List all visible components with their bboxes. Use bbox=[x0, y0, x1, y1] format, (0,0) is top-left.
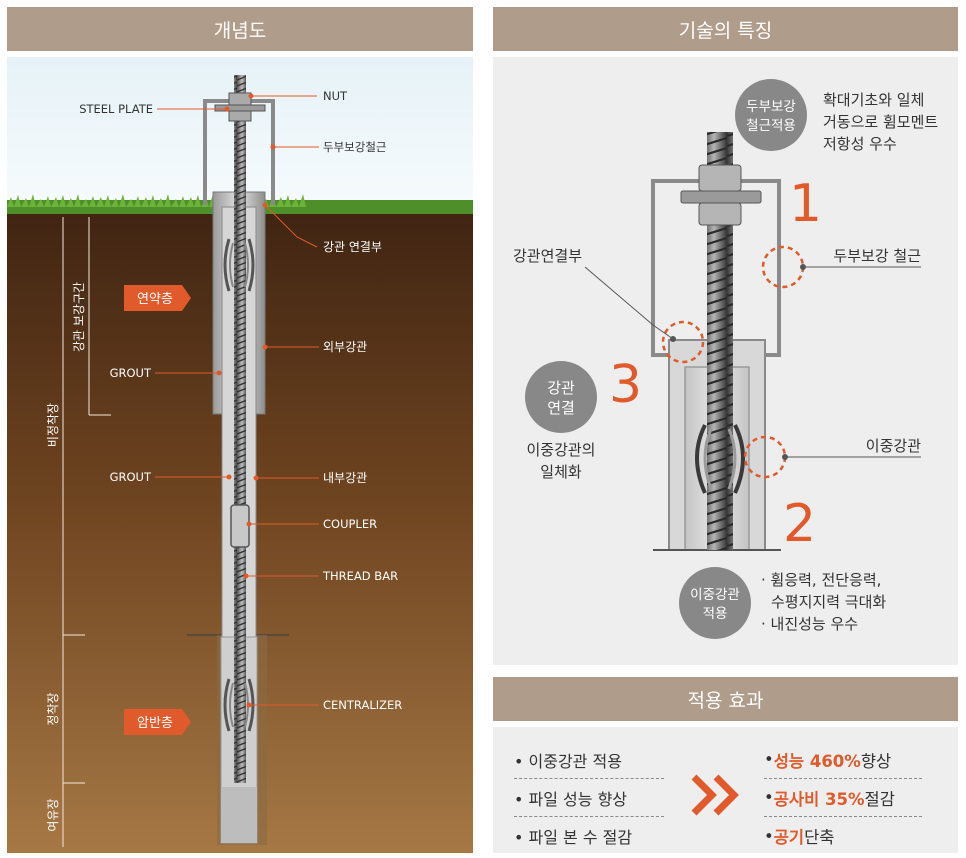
badge-feature-1-line1: 두부보강 bbox=[746, 99, 796, 115]
number-feature-2: 2 bbox=[783, 494, 816, 554]
badge-feature-3-line1: 강관 bbox=[547, 379, 575, 397]
tag-rock-layer: 암반층 bbox=[124, 709, 191, 735]
effect-highlight: 성능 460% bbox=[773, 751, 861, 771]
desc-feature-2-line3: · 내진성능 우수 bbox=[761, 615, 858, 633]
effects-right-list: • 성능 460% 향상 • 공사비 35% 절감 • 공기 단축 bbox=[764, 741, 922, 855]
badge-feature-2-line1: 이중강관 bbox=[690, 587, 740, 603]
effect-bullet: • bbox=[764, 788, 774, 807]
badge-feature-1-line2: 철근적용 bbox=[746, 118, 796, 134]
effect-left-item: • 파일 성능 향상 bbox=[514, 779, 664, 817]
callout-joint: 강관연결부 bbox=[513, 247, 582, 265]
concept-diagram: STEEL PLATE NUT 두부보강철근 강관 연결부 외부강관 GROUT… bbox=[7, 57, 473, 853]
effect-right-item: • 공사비 35% 절감 bbox=[764, 779, 922, 817]
svg-text:연약층: 연약층 bbox=[137, 292, 173, 307]
grout-tip bbox=[221, 787, 257, 843]
label-centralizer: CENTRALIZER bbox=[323, 698, 402, 712]
label-outer-pipe: 외부강관 bbox=[323, 340, 367, 354]
badge-feature-3-line2: 연결 bbox=[547, 399, 575, 417]
badge-feature-2 bbox=[679, 567, 751, 639]
zone-spare: 여유장 bbox=[46, 798, 60, 831]
badge-feature-3 bbox=[525, 361, 597, 433]
label-pipe-joint: 강관 연결부 bbox=[323, 240, 382, 254]
number-feature-1: 1 bbox=[789, 174, 822, 234]
nut-top-detail bbox=[698, 164, 742, 192]
coupler bbox=[230, 504, 250, 548]
desc-feature-2-line1: · 휨응력, 전단응력, bbox=[761, 571, 881, 589]
effect-highlight: 공사비 35% bbox=[773, 789, 865, 809]
callout-circle-joint bbox=[661, 320, 705, 364]
desc-feature-3-line1: 이중강관의 bbox=[526, 441, 595, 459]
feature-title: 기술의 특징 bbox=[493, 7, 958, 51]
effect-highlight: 공기 bbox=[773, 828, 805, 847]
desc-feature-1-line3: 저항성 우수 bbox=[823, 135, 897, 153]
zone-fixed: 정착장 bbox=[46, 692, 60, 725]
effect-bullet: • bbox=[764, 826, 774, 846]
centralizer-detail bbox=[695, 424, 745, 494]
steel-plate bbox=[214, 104, 266, 112]
leader-dots bbox=[216, 93, 276, 708]
nut-bottom bbox=[228, 110, 252, 122]
effects-title: 적용 효과 bbox=[493, 677, 958, 721]
effect-left-item: • 파일 본 수 절감 bbox=[514, 828, 633, 847]
label-nut: NUT bbox=[323, 89, 348, 103]
zone-reinforce: 강관 보강구간 bbox=[72, 282, 86, 352]
effect-rest: 향상 bbox=[860, 751, 892, 771]
effect-rest: 단축 bbox=[804, 828, 835, 847]
double-chevron-right-icon bbox=[691, 774, 739, 816]
concept-title-text: 개념도 bbox=[213, 19, 267, 42]
effect-left-item: • 이중강관 적용 bbox=[514, 741, 664, 779]
thread-bar bbox=[234, 75, 246, 783]
nut-bottom-detail bbox=[698, 202, 742, 226]
feature-title-text: 기술의 특징 bbox=[678, 19, 773, 42]
desc-feature-1-line2: 거동으로 휨모멘트 bbox=[823, 113, 938, 131]
effects-left-list: • 이중강관 적용 • 파일 성능 향상 • 파일 본 수 절감 bbox=[514, 741, 664, 855]
label-thread-bar: THREAD BAR bbox=[322, 569, 398, 583]
callout-head-rebar: 두부보강 철근 bbox=[833, 247, 921, 265]
desc-feature-3-line2: 일체화 bbox=[540, 463, 582, 481]
leader-lines bbox=[155, 95, 319, 706]
badge-feature-1 bbox=[735, 79, 807, 151]
callout-lines bbox=[584, 266, 921, 458]
callout-double-pipe: 이중강관 bbox=[866, 437, 921, 455]
callout-circle-rebar bbox=[761, 245, 805, 289]
feature-diagram: 두부보강 철근 강관연결부 이중강관 두부보강 철근적용 확대기초와 일체 거동… bbox=[513, 79, 938, 639]
label-head-rebar: 두부보강철근 bbox=[323, 140, 386, 154]
desc-feature-2-line2: 수평지지력 극대화 bbox=[771, 593, 886, 611]
effects-title-text: 적용 효과 bbox=[687, 689, 764, 712]
svg-text:암반층: 암반층 bbox=[137, 716, 173, 731]
desc-feature-1-line1: 확대기초와 일체 bbox=[823, 91, 924, 109]
effect-rest: 절감 bbox=[864, 789, 895, 809]
concept-title: 개념도 bbox=[7, 7, 473, 51]
label-grout-1: GROUT bbox=[110, 366, 152, 380]
zone-free: 비정착장 bbox=[46, 403, 60, 447]
effect-right-item: • 공기 단축 bbox=[764, 817, 922, 855]
nut-top bbox=[228, 92, 252, 106]
steel-plate-detail bbox=[680, 190, 762, 204]
label-steel-plate: STEEL PLATE bbox=[79, 102, 153, 116]
zone-brackets bbox=[62, 217, 111, 847]
effect-bullet: • bbox=[764, 750, 774, 769]
centralizer-top bbox=[223, 238, 255, 292]
effect-right-item: • 성능 460% 향상 bbox=[764, 741, 922, 779]
badge-feature-2-line2: 적용 bbox=[703, 606, 728, 622]
label-inner-pipe: 내부강관 bbox=[323, 471, 367, 485]
label-grout-2: GROUT bbox=[110, 470, 152, 484]
label-coupler: COUPLER bbox=[323, 517, 377, 531]
tag-soft-layer: 연약층 bbox=[124, 285, 191, 311]
number-feature-3: 3 bbox=[609, 355, 642, 415]
